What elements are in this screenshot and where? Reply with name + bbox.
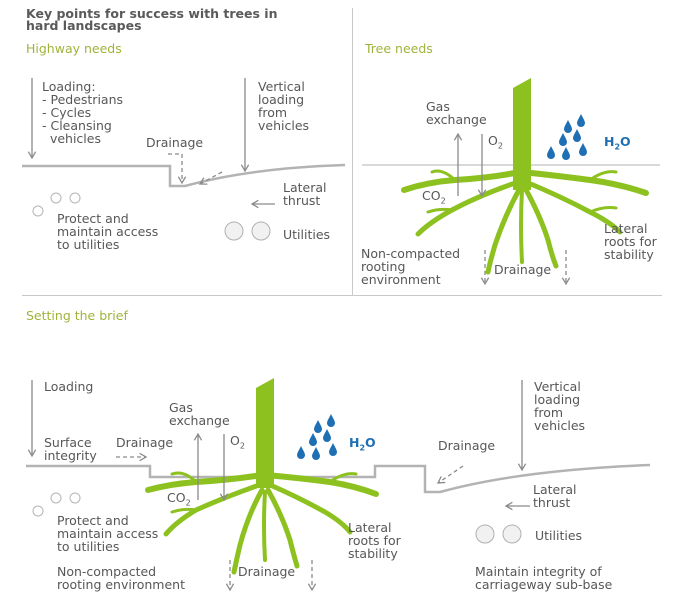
brief-o2-letter: O: [230, 433, 240, 448]
brief-o2-label: O2: [230, 434, 245, 453]
brief-loading-label: Loading: [44, 379, 94, 394]
brief-protect-label: Protect and maintain access to utilities: [57, 513, 159, 554]
highway-protect-label: Protect and maintain access to utilities: [57, 211, 159, 252]
tree-noncompacted-label: Non-compacted rooting environment: [361, 246, 461, 287]
tree-h2o-subscript: 2: [614, 142, 621, 152]
brief-h2o-o: O: [365, 435, 376, 450]
brief-vertical-label: Vertical loading from vehicles: [534, 379, 586, 433]
tree-h2o-label: H2O: [604, 134, 631, 152]
panel-divider-vertical: [352, 8, 353, 295]
brief-panel-art: [26, 378, 651, 592]
highway-panel-art: [22, 78, 346, 241]
brief-lateral-label: Lateral thrust: [533, 482, 577, 510]
tree-o2-label: O2: [488, 134, 503, 153]
brief-ground-line: [26, 463, 651, 494]
brief-gas-label: Gas exchange: [169, 400, 230, 428]
panel-divider-horizontal: [22, 295, 662, 296]
tree-h2o-o: O: [620, 134, 631, 149]
brief-heading: Setting the brief: [26, 308, 128, 323]
tree-co2-subscript: 2: [440, 196, 446, 206]
brief-water-drops-icon: [297, 414, 337, 460]
brief-co2-letters: CO: [167, 490, 186, 505]
brief-drainage-bottom-label: Drainage: [238, 564, 296, 579]
highway-loading-label: Loading: - Pedestrians - Cycles - Cleans…: [42, 79, 124, 146]
brief-tree-illustration: [145, 378, 379, 575]
drainage-arrow: [168, 153, 187, 185]
brief-h2o-h: H: [349, 435, 360, 450]
brief-co2-label: CO2: [167, 491, 191, 510]
brief-o2-subscript: 2: [239, 441, 245, 451]
highway-ground-line: [22, 163, 346, 188]
highway-heading: Highway needs: [26, 41, 122, 56]
brief-drainage-left-label: Drainage: [116, 435, 174, 450]
tree-illustration: [401, 78, 649, 275]
brief-h2o-label: H2O: [349, 435, 376, 453]
tree-panel-art: [362, 78, 660, 286]
brief-maintain-label: Maintain integrity of carriageway sub-ba…: [475, 564, 613, 592]
highway-vertical-label: Vertical loading from vehicles: [258, 79, 310, 133]
highway-utilities-label: Utilities: [283, 227, 331, 242]
tree-o2-letter: O: [488, 133, 498, 148]
tree-lateral-roots-label: Lateral roots for stability: [604, 221, 657, 262]
tree-o2-subscript: 2: [497, 141, 503, 151]
page-title: Key points for success with trees in har…: [26, 6, 278, 33]
brief-h2o-subscript: 2: [359, 443, 366, 453]
tree-gas-label: Gas exchange: [426, 99, 487, 127]
tree-co2-label: CO2: [422, 189, 446, 208]
tree-heading: Tree needs: [365, 41, 433, 56]
brief-lateral-roots-label: Lateral roots for stability: [348, 520, 401, 561]
brief-surface-label: Surface integrity: [44, 435, 97, 463]
brief-utilities-label: Utilities: [535, 528, 583, 543]
tree-co2-letters: CO: [422, 188, 441, 203]
brief-drainage-right-arrow: [436, 465, 464, 484]
brief-co2-subscript: 2: [185, 498, 191, 508]
tree-drainage-label: Drainage: [494, 262, 552, 277]
brief-drainage-right-label: Drainage: [438, 438, 496, 453]
highway-drainage-label: Drainage: [146, 135, 204, 150]
highway-lateral-label: Lateral thrust: [283, 180, 327, 208]
brief-noncompacted-label: Non-compacted rooting environment: [57, 564, 185, 592]
tree-h2o-h: H: [604, 134, 615, 149]
water-drops-icon: [547, 114, 587, 160]
